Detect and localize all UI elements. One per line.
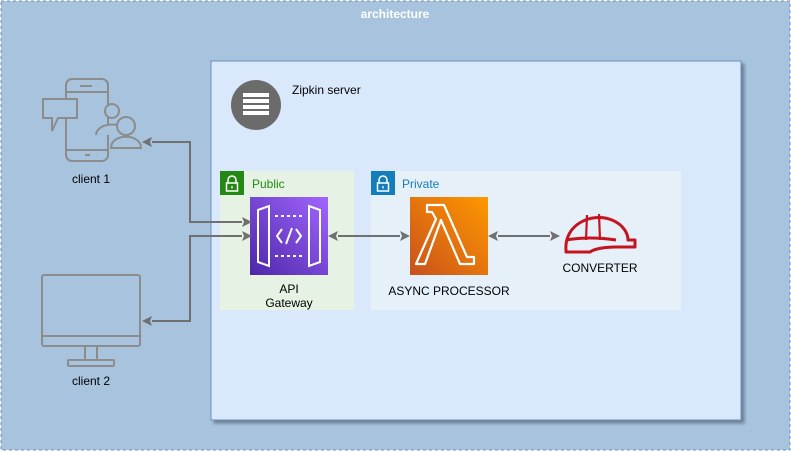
- arrowhead-gateway-right: [328, 231, 338, 241]
- arrowhead-client1: [142, 137, 152, 147]
- connectors: [142, 137, 560, 326]
- api-gateway-icon: [250, 197, 328, 275]
- private-group-label: Private: [402, 177, 440, 191]
- async-processor-label: ASYNC PROCESSOR: [388, 284, 510, 298]
- server-icon: [231, 80, 281, 130]
- public-lock-icon: [220, 171, 244, 195]
- client-2-label: client 2: [72, 374, 110, 388]
- arrow-gateway-client1: [152, 141, 242, 223]
- architecture-title: architecture: [361, 7, 430, 21]
- api-gateway-label-line2: Gateway: [265, 296, 312, 310]
- arrowhead-lambda-right: [488, 231, 498, 241]
- converter-label: CONVERTER: [562, 261, 637, 275]
- private-lock-icon: [371, 171, 395, 195]
- arrowhead-client2: [142, 316, 152, 326]
- hard-hat-icon: [564, 213, 637, 254]
- mobile-users-icon: [42, 78, 143, 162]
- arrow-gateway-client2: [152, 235, 242, 322]
- arrowhead-gateway-top: [242, 217, 252, 227]
- arrowhead-converter: [550, 231, 560, 241]
- lambda-icon: [410, 197, 488, 275]
- public-group-label: Public: [252, 177, 285, 191]
- api-gateway-label-line1: API: [279, 282, 298, 296]
- arrowhead-gateway-bottom: [242, 231, 252, 241]
- client-1-label: client 1: [72, 172, 110, 186]
- zipkin-server-label: Zipkin server: [292, 83, 361, 97]
- arrowhead-lambda-left: [400, 231, 410, 241]
- desktop-monitor-icon: [41, 274, 141, 367]
